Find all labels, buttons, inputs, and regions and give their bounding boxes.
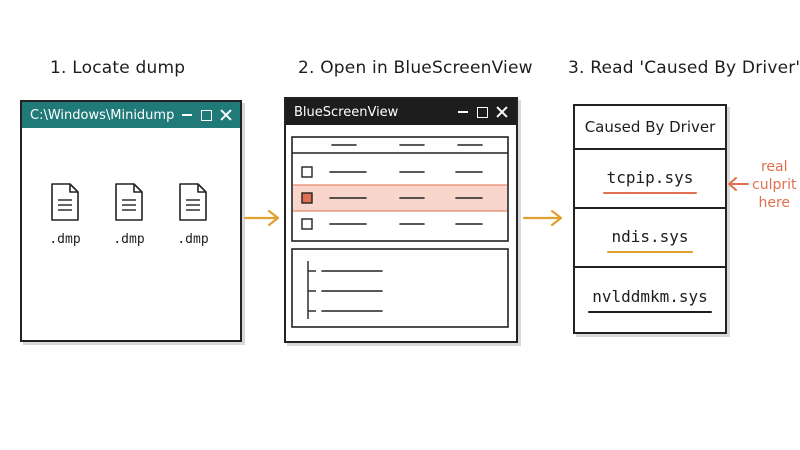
driver-name: tcpip.sys xyxy=(602,168,698,194)
caused-by-driver-table: Caused By Driver tcpip.sys ndis.sys nvld… xyxy=(573,104,727,334)
bluescreenview-window: BlueScreenView xyxy=(284,97,518,343)
dump-file-2[interactable]: .dmp xyxy=(106,182,152,247)
driver-details-pane xyxy=(291,248,509,328)
file-icon xyxy=(51,183,79,221)
table-header: Caused By Driver xyxy=(575,106,725,150)
step-3-title: 3. Read 'Caused By Driver' xyxy=(568,58,800,78)
table-row[interactable]: tcpip.sys xyxy=(575,150,725,209)
row-checkbox[interactable] xyxy=(301,166,313,178)
table-row[interactable]: nvlddmkm.sys xyxy=(575,268,725,327)
file-icon xyxy=(179,183,207,221)
dump-file-3[interactable]: .dmp xyxy=(170,182,216,247)
minidump-window-title: C:\Windows\Minidump xyxy=(30,107,175,123)
file-label: .dmp xyxy=(113,232,145,247)
crash-list-row[interactable] xyxy=(301,166,483,178)
crash-list-row[interactable] xyxy=(301,218,483,230)
file-icon xyxy=(115,183,143,221)
table-row[interactable]: ndis.sys xyxy=(575,209,725,268)
bluescreenview-content xyxy=(291,136,509,328)
close-icon[interactable] xyxy=(220,109,232,121)
bluescreenview-window-title: BlueScreenView xyxy=(294,104,399,120)
arrow-right-icon xyxy=(243,209,280,227)
file-label: .dmp xyxy=(49,232,81,247)
crash-list-row-highlighted[interactable] xyxy=(293,184,507,212)
step-1-title: 1. Locate dump xyxy=(50,58,186,78)
step-2-title: 2. Open in BlueScreenView xyxy=(298,58,533,78)
row-checkbox[interactable] xyxy=(301,192,313,204)
minimize-icon[interactable] xyxy=(457,106,469,118)
close-icon[interactable] xyxy=(496,106,508,118)
driver-name: ndis.sys xyxy=(607,227,693,253)
row-checkbox[interactable] xyxy=(301,218,313,230)
driver-name: nvlddmkm.sys xyxy=(588,287,712,313)
maximize-icon[interactable] xyxy=(201,109,212,121)
maximize-icon[interactable] xyxy=(477,106,488,118)
culprit-annotation: real culprit here xyxy=(752,159,797,211)
file-label: .dmp xyxy=(177,232,209,247)
minidump-folder-window: C:\Windows\Minidump .dmp .dmp xyxy=(20,100,242,342)
arrow-left-icon xyxy=(728,177,749,191)
bluescreenview-titlebar: BlueScreenView xyxy=(286,99,516,125)
arrow-right-icon xyxy=(522,209,563,227)
minidump-titlebar: C:\Windows\Minidump xyxy=(22,102,240,128)
minimize-icon[interactable] xyxy=(181,109,193,121)
dump-file-1[interactable]: .dmp xyxy=(42,182,88,247)
